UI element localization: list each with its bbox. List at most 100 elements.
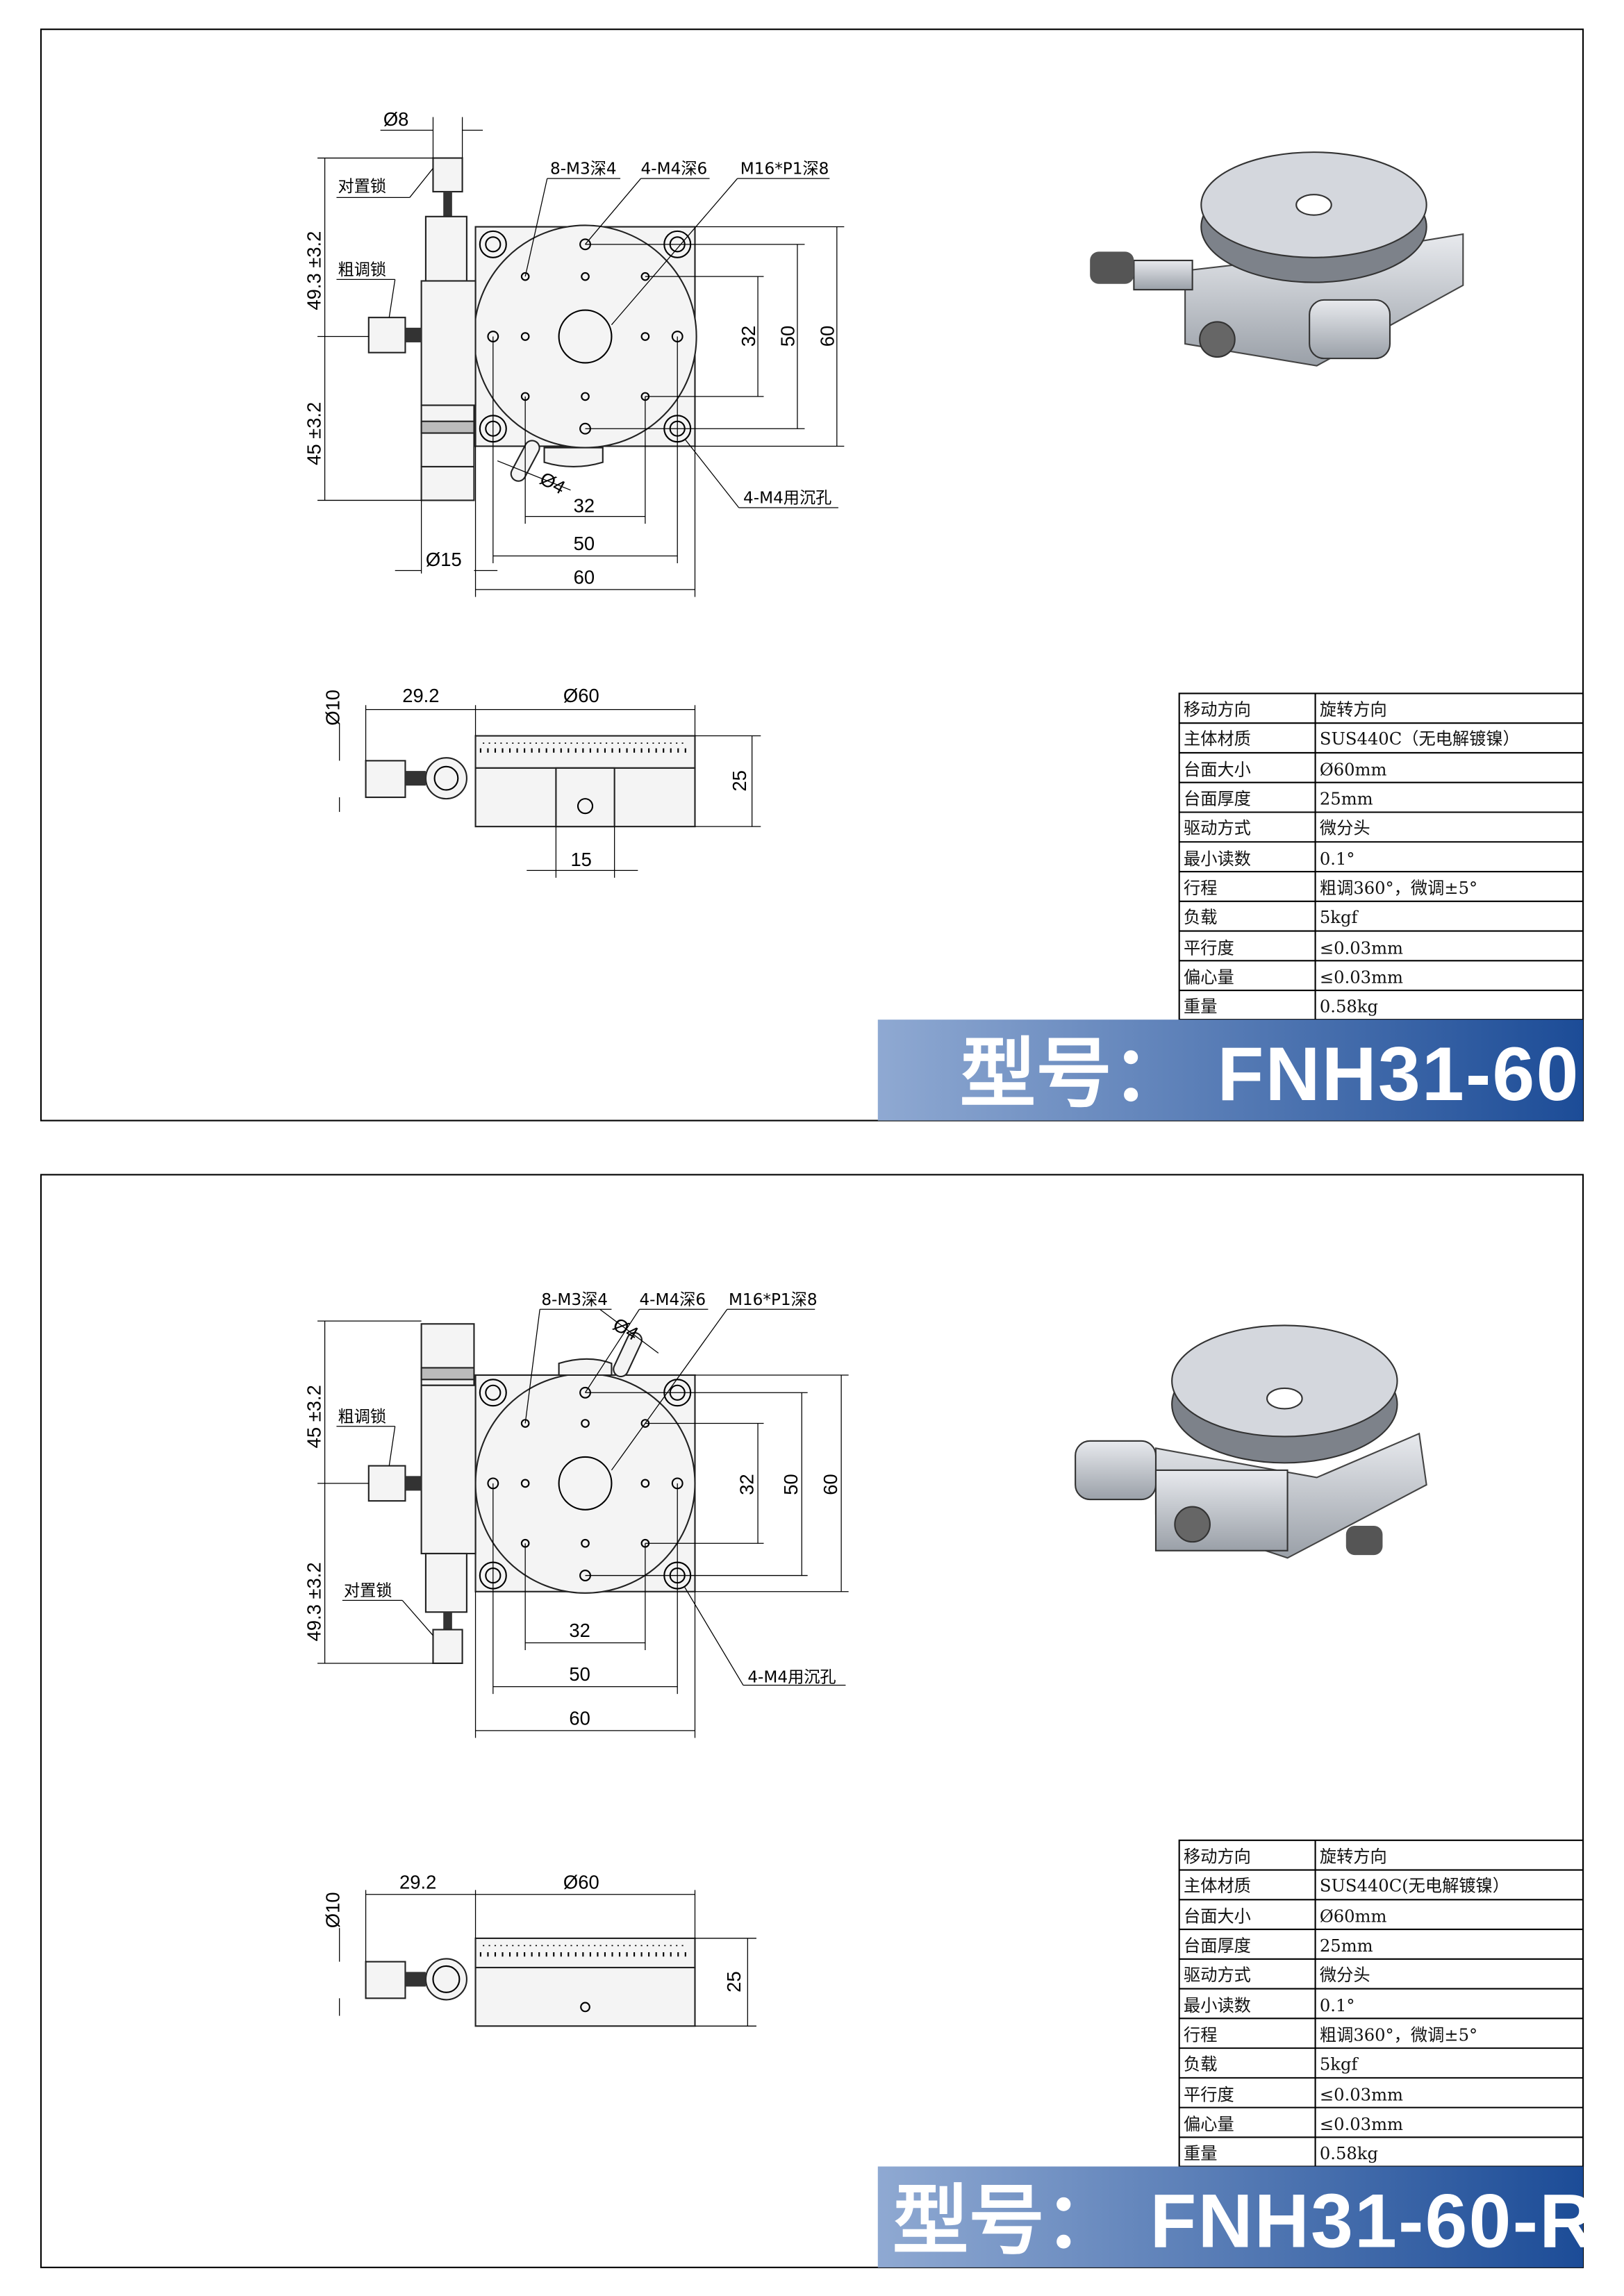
dim-dia10: Ø10 <box>322 1892 344 1928</box>
screw-icon <box>580 2002 590 2013</box>
spec-key: 台面大小 <box>1184 1907 1251 1927</box>
spec-key: 行程 <box>1184 879 1217 898</box>
center-hole <box>558 1456 613 1511</box>
spec-value: 旋转方向 <box>1320 700 1387 719</box>
spec-key: 行程 <box>1184 2025 1217 2045</box>
spec-value: 旋转方向 <box>1320 1847 1387 1866</box>
spec-value: SUS440C(无电解镀镍） <box>1320 1877 1509 1896</box>
dim-length: 29.2 <box>399 1871 436 1892</box>
spec-key: 最小读数 <box>1184 849 1251 869</box>
callout-counterbore: 4-M4用沉孔 <box>743 490 831 508</box>
spec-key: 偏心量 <box>1184 968 1234 988</box>
dim-h60: 60 <box>569 1707 590 1729</box>
dim-h32: 32 <box>574 494 595 516</box>
dim-length: 29.2 <box>402 685 439 706</box>
spec-key: 主体材质 <box>1184 1877 1251 1896</box>
label-coarse-lock: 粗调锁 <box>338 261 386 279</box>
top-view: 粗调锁 对置锁 45 ±3.2 49.3 ±3.2 8-M3深4 4-M4深6 … <box>303 1291 849 1738</box>
model-banner: 型号： FNH31-60-R <box>877 2166 1596 2268</box>
product-render <box>1075 1324 1427 1559</box>
dim-v60: 60 <box>817 326 838 347</box>
dim-h60: 60 <box>574 566 595 588</box>
spec-key: 最小读数 <box>1184 1996 1251 2015</box>
spec-key: 重量 <box>1184 997 1217 1017</box>
spec-value: ≤0.03mm <box>1320 968 1403 988</box>
side-view: Ø10 29.2 Ø60 25 <box>322 1871 756 2027</box>
model-prefix: 型号： <box>893 2176 1121 2265</box>
spec-value: ≤0.03mm <box>1320 2115 1403 2134</box>
spec-key: 负载 <box>1184 908 1217 927</box>
spec-value: 0.58kg <box>1320 2144 1378 2163</box>
callout-m4-holes: 4-M4深6 <box>641 160 708 178</box>
dim-h50: 50 <box>574 533 595 554</box>
dim-upper-travel: 45 ±3.2 <box>303 1385 324 1448</box>
spec-value: Ø60mm <box>1320 1907 1387 1927</box>
spec-key: 偏心量 <box>1184 2115 1234 2134</box>
top-view: Ø8 对置锁 粗调锁 49.3 ±3.2 45 ±3.2 8-M3深4 4-M4… <box>303 108 845 597</box>
spec-table: 移动方向 旋转方向 主体材质 SUS440C（无电解镀镍） 台面大小 Ø60mm 台面… <box>1178 692 1584 1021</box>
micrometer-thimble <box>420 404 475 468</box>
spec-value: 粗调360°，微调±5° <box>1320 879 1477 898</box>
spec-value: SUS440C（无电解镀镍） <box>1320 729 1520 749</box>
dim-dia60: Ø60 <box>563 685 599 706</box>
knob-align-lock <box>432 157 463 193</box>
spec-value: 5kgf <box>1320 908 1359 927</box>
callout-m16-hole: M16*P1深8 <box>729 1291 818 1309</box>
spec-key: 台面大小 <box>1184 760 1251 779</box>
dim-w15: 15 <box>570 849 591 870</box>
panel-frame <box>40 28 1584 1122</box>
spec-value: 0.1° <box>1320 1996 1355 2015</box>
spec-key: 台面厚度 <box>1184 790 1251 809</box>
product-render <box>1090 151 1464 367</box>
knob-coarse-lock <box>367 317 406 353</box>
label-align-lock: 对置锁 <box>338 178 386 196</box>
spec-key: 平行度 <box>1184 2086 1234 2105</box>
screw-icon <box>577 798 594 815</box>
dim-v50: 50 <box>780 1474 802 1495</box>
dim-upper-travel: 49.3 ±3.2 <box>303 231 324 310</box>
micrometer-body <box>424 215 467 283</box>
dim-v32: 32 <box>736 1474 758 1495</box>
spec-key: 移动方向 <box>1184 700 1251 719</box>
dim-lower-travel: 45 ±3.2 <box>303 402 324 465</box>
callout-m4-holes: 4-M4深6 <box>639 1291 706 1309</box>
dim-lower-travel: 49.3 ±3.2 <box>303 1562 324 1641</box>
spec-value: 粗调360°，微调±5° <box>1320 2025 1477 2045</box>
dim-h32: 32 <box>569 1620 590 1641</box>
spec-key: 驱动方式 <box>1184 1965 1251 1985</box>
knob-coarse-lock <box>367 1465 406 1502</box>
panel-fnh31-60-r: 粗调锁 对置锁 45 ±3.2 49.3 ±3.2 8-M3深4 4-M4深6 … <box>40 1174 1596 2268</box>
spec-value: 25mm <box>1320 790 1373 809</box>
model-name: FNH31-60-R <box>1150 2179 1596 2263</box>
label-align-lock: 对置锁 <box>344 1582 392 1600</box>
spec-key: 主体材质 <box>1184 729 1251 749</box>
spec-value: Ø60mm <box>1320 760 1387 779</box>
spec-value: 5kgf <box>1320 2054 1359 2074</box>
spec-rows: 移动方向 旋转方向 主体材质 SUS440C（无电解镀镍） 台面大小 Ø60mm 台面… <box>1184 700 1520 1017</box>
dim-v50: 50 <box>777 326 799 347</box>
spec-value: 0.58kg <box>1320 997 1378 1017</box>
side-view: Ø10 29.2 Ø60 25 15 <box>322 685 761 878</box>
spec-key: 台面厚度 <box>1184 1936 1251 1956</box>
dim-dia-micrometer: Ø15 <box>426 549 462 570</box>
spec-key: 负载 <box>1184 2054 1217 2074</box>
model-banner: 型号： FNH31-60 <box>877 1020 1584 1121</box>
callout-counterbore: 4-M4用沉孔 <box>747 1668 836 1686</box>
scale-ticks <box>479 742 691 753</box>
dim-v32: 32 <box>738 326 759 347</box>
center-hole <box>558 309 613 364</box>
spec-value: 25mm <box>1320 1936 1373 1956</box>
scale-ticks <box>479 1945 691 1957</box>
knob-align-lock <box>432 1629 463 1664</box>
callout-m3-holes: 8-M3深4 <box>541 1291 608 1309</box>
spec-value: 微分头 <box>1320 819 1370 838</box>
rotary-table <box>473 224 697 449</box>
spec-value: ≤0.03mm <box>1320 938 1403 958</box>
dim-dia-pin: Ø4 <box>536 467 569 499</box>
handle-pin <box>613 1331 643 1378</box>
callout-m16-hole: M16*P1深8 <box>740 160 829 178</box>
dim-dia10: Ø10 <box>322 690 344 726</box>
model-name: FNH31-60 <box>1217 1032 1580 1117</box>
